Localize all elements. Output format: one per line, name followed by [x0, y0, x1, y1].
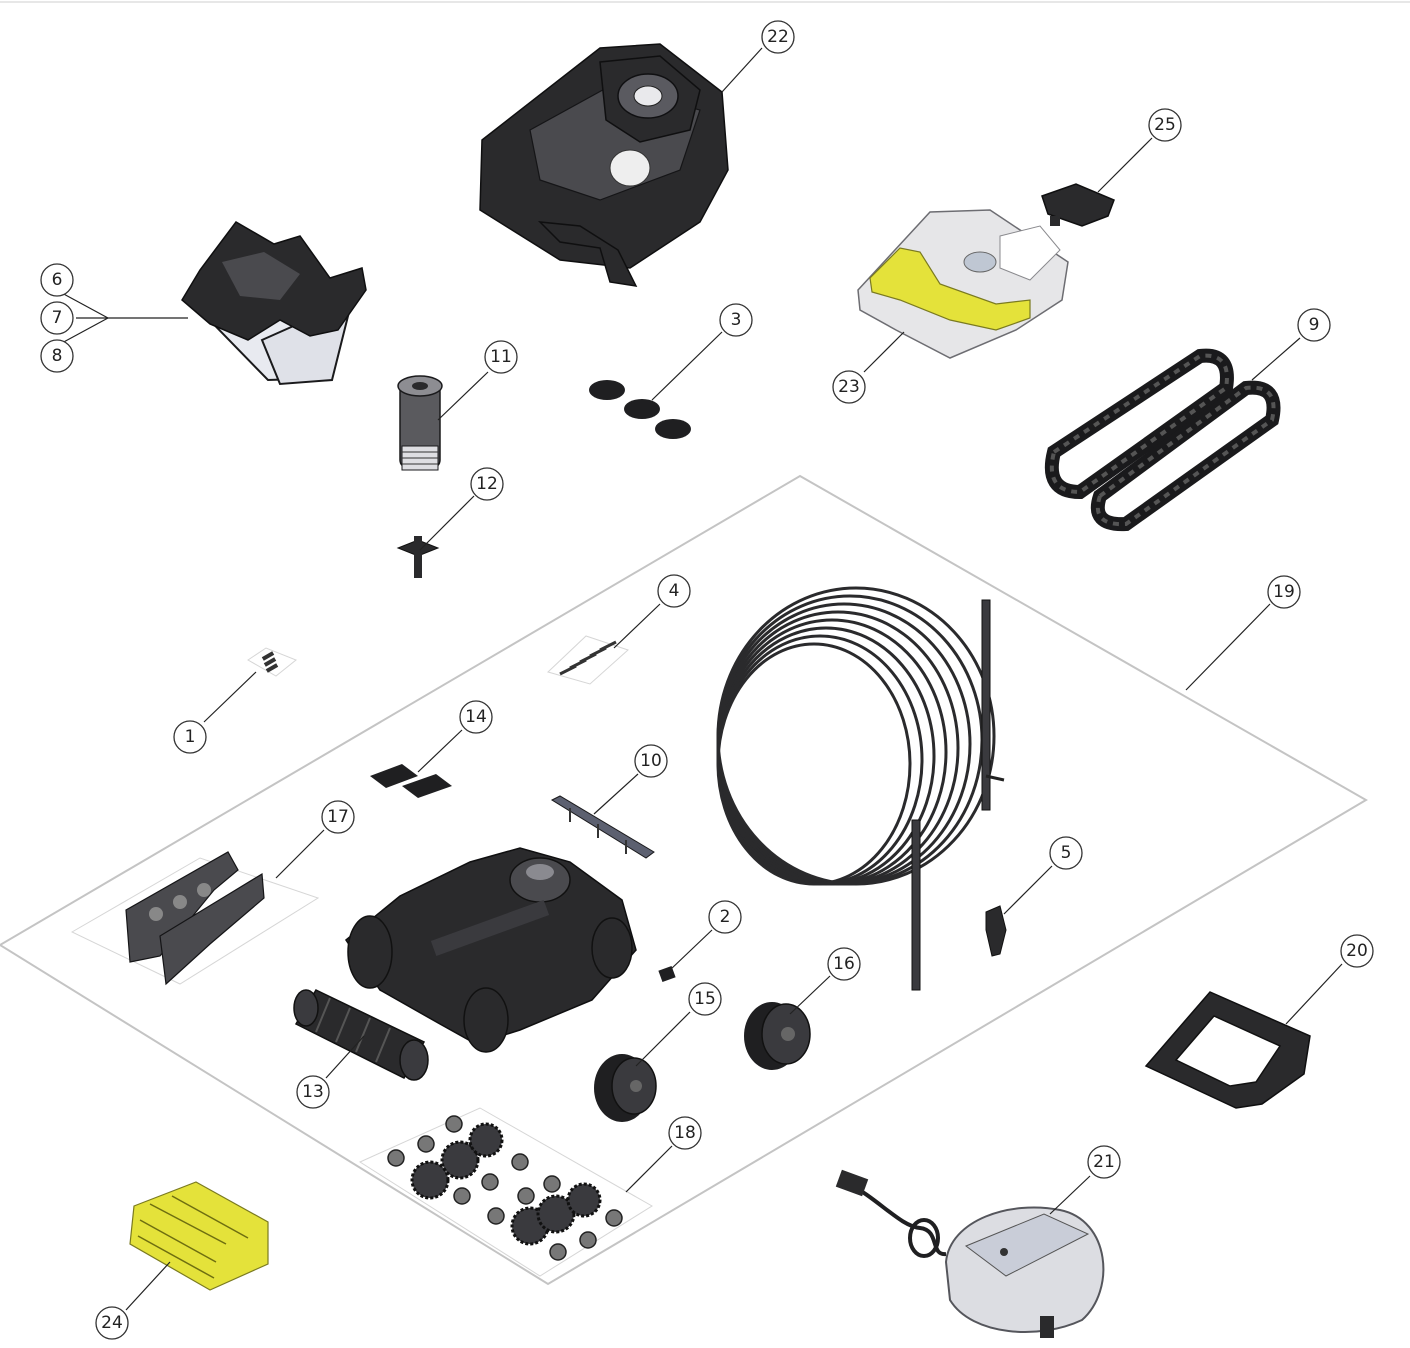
- callout-7-label: 7: [52, 308, 63, 328]
- part-11-cartridge: [397, 375, 443, 471]
- part-2-nut: [658, 965, 676, 983]
- part-16-wheel: [744, 1002, 811, 1070]
- callout-25-label: 25: [1154, 115, 1176, 135]
- callout-24-label: 24: [101, 1313, 123, 1333]
- callout-15-label: 15: [694, 989, 716, 1009]
- part-10-bar: [550, 795, 655, 859]
- callout-12-label: 12: [476, 474, 498, 494]
- callout-2: 2: [708, 900, 742, 934]
- callout-22-label: 22: [767, 27, 789, 47]
- chassis-assembly: [344, 847, 637, 1053]
- callout-5: 5: [1049, 836, 1083, 870]
- callout-6: 6: [40, 263, 74, 297]
- part-9-tracks: [1044, 348, 1281, 532]
- part-15-wheel: [594, 1054, 657, 1122]
- callout-4-label: 4: [669, 581, 680, 601]
- part-24-yellow-brush: [129, 1181, 269, 1291]
- part-14-pads: [370, 764, 452, 798]
- callout-16: 16: [827, 947, 861, 981]
- part-20-handle: [1144, 991, 1311, 1109]
- callout-1-label: 1: [185, 727, 196, 747]
- callout-18-label: 18: [674, 1123, 696, 1143]
- part-1-screws: [261, 651, 279, 673]
- callout-19: 19: [1267, 575, 1301, 609]
- callout-3-label: 3: [731, 310, 742, 330]
- callout-17-label: 17: [327, 807, 349, 827]
- part-21-power-supply: [835, 1169, 1105, 1338]
- callout-20: 20: [1340, 934, 1374, 968]
- kit-18-outline: [358, 1107, 653, 1277]
- callout-3: 3: [719, 303, 753, 337]
- callout-9: 9: [1297, 308, 1331, 342]
- kit-4-outline: [547, 635, 629, 685]
- callout-8: 8: [40, 339, 74, 373]
- callout-20-label: 20: [1346, 941, 1368, 961]
- callout-22: 22: [761, 20, 795, 54]
- kit-17-outline: [70, 857, 320, 985]
- callout-10-label: 10: [640, 751, 662, 771]
- callout-11: 11: [484, 340, 518, 374]
- part-19-cable-coil: [716, 586, 1005, 991]
- callout-25: 25: [1148, 108, 1182, 142]
- leader-lines: [59, 47, 1343, 1311]
- callout-8-label: 8: [52, 346, 63, 366]
- callout-18: 18: [668, 1116, 702, 1150]
- callout-13-label: 13: [302, 1082, 324, 1102]
- callout-1: 1: [173, 720, 207, 754]
- part-13-roller: [293, 989, 429, 1081]
- callout-2-label: 2: [720, 907, 731, 927]
- callout-21: 21: [1087, 1145, 1121, 1179]
- part-23-top-cover: [857, 209, 1069, 359]
- callout-23: 23: [832, 370, 866, 404]
- part-25-cap: [1041, 183, 1115, 227]
- callout-9-label: 9: [1309, 315, 1320, 335]
- callout-12: 12: [470, 467, 504, 501]
- callout-24: 24: [95, 1306, 129, 1340]
- callout-14-label: 14: [465, 707, 487, 727]
- part-22-body-shell: [479, 43, 729, 287]
- callout-15: 15: [688, 982, 722, 1016]
- callout-4: 4: [657, 574, 691, 608]
- callout-6-label: 6: [52, 270, 63, 290]
- part-5-connector: [985, 905, 1007, 957]
- part-3-discs: [589, 380, 691, 439]
- part-4-pins: [559, 640, 617, 676]
- callout-5-label: 5: [1061, 843, 1072, 863]
- callout-16-label: 16: [833, 954, 855, 974]
- callout-7: 7: [40, 301, 74, 335]
- callout-11-label: 11: [490, 347, 512, 367]
- kit-outline: [0, 474, 1368, 1286]
- callout-14: 14: [459, 700, 493, 734]
- part-18-gears: [387, 1115, 623, 1261]
- callout-17: 17: [321, 800, 355, 834]
- part-6-7-8-filter-basket: [181, 221, 367, 386]
- callout-13: 13: [296, 1075, 330, 1109]
- callout-10: 10: [634, 744, 668, 778]
- callout-19-label: 19: [1273, 582, 1295, 602]
- part-12-impeller: [396, 536, 440, 578]
- callout-21-label: 21: [1093, 1152, 1115, 1172]
- part-17-side-panels: [125, 851, 265, 986]
- callout-23-label: 23: [838, 377, 860, 397]
